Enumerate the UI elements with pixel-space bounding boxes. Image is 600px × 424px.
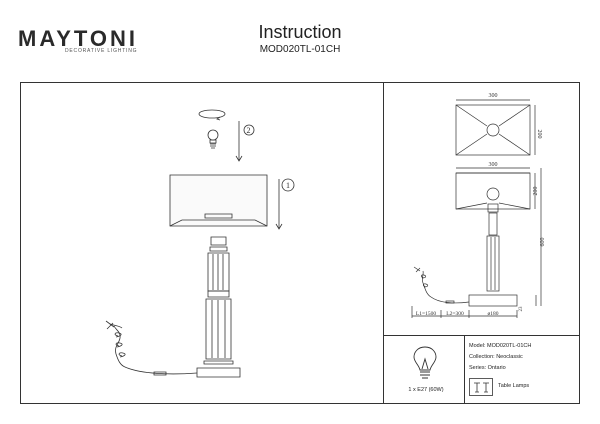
dim-shade-top-width: 300 — [489, 93, 498, 99]
page-title: Instruction — [258, 22, 342, 42]
dim-shade-height: 200 — [533, 187, 539, 196]
dimension-drawing: 300 200 300 200 600 23 L1=1500 L2=300 ø1… — [411, 93, 546, 318]
spec-category: Table Lamps — [498, 383, 530, 389]
step-1-marker: 1 — [286, 181, 290, 190]
spec-model: Model: MOD020TL-01CH — [469, 343, 532, 349]
dim-switch-length: L2=300 — [446, 311, 464, 317]
dim-shade-width: 300 — [489, 162, 498, 168]
dim-cord-length: L1=1500 — [416, 311, 436, 317]
brand-logo: MAYTONI — [18, 26, 139, 51]
model-code: MOD020TL-01CH — [259, 44, 341, 55]
bulb-icon — [207, 129, 219, 141]
lamp-base — [196, 367, 241, 378]
shade-top-view — [455, 104, 531, 156]
spec-collection: Collection: Neoclassic — [469, 354, 523, 360]
drawing-frame — [20, 82, 580, 404]
assembly-drawing: 2 1 — [105, 109, 295, 378]
panel-divider — [383, 82, 384, 404]
spec-column-divider — [464, 335, 465, 404]
spec-series: Series: Ontario — [469, 365, 506, 371]
base-side-view — [468, 294, 518, 307]
spec-divider — [383, 335, 580, 336]
bulb-spec: 1 x E27 (60W) — [408, 387, 444, 393]
shade-side-view — [455, 172, 531, 210]
table-lamp-icon — [469, 378, 493, 396]
dim-base-height: 23 — [519, 306, 524, 312]
cord-switch — [153, 371, 167, 376]
dim-base-diameter: ø180 — [488, 311, 499, 317]
brand-tagline: DECORATIVE LIGHTING — [65, 48, 138, 54]
dim-shade-top-depth: 200 — [536, 130, 542, 139]
dim-total-height: 600 — [540, 238, 546, 247]
rotate-arrow-icon — [198, 109, 226, 119]
step-2-marker: 2 — [247, 126, 251, 135]
lightbulb-icon — [413, 346, 437, 379]
